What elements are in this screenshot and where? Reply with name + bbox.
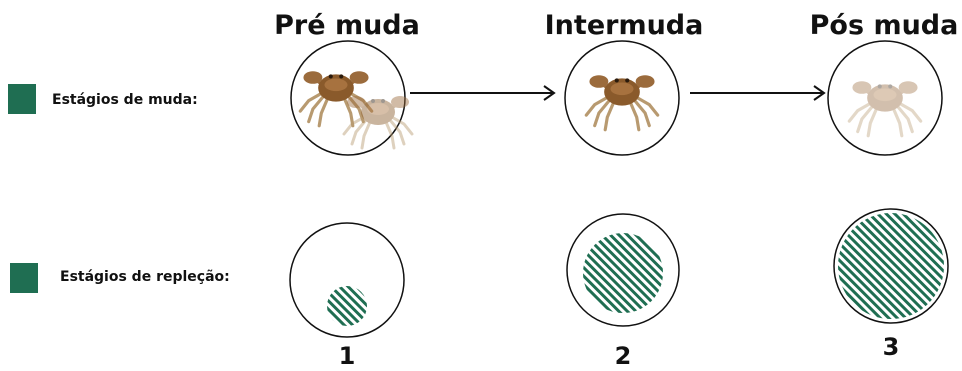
repletion-fill-1 bbox=[327, 286, 367, 326]
repletion-fill-3 bbox=[838, 213, 944, 319]
step-number-2: 2 bbox=[615, 342, 632, 370]
arrow-right-icon bbox=[690, 86, 824, 100]
arrow-right-icon bbox=[410, 86, 554, 100]
repletion-fill-2 bbox=[583, 233, 663, 313]
step-number-3: 3 bbox=[883, 333, 900, 361]
step-number-1: 1 bbox=[339, 342, 356, 370]
